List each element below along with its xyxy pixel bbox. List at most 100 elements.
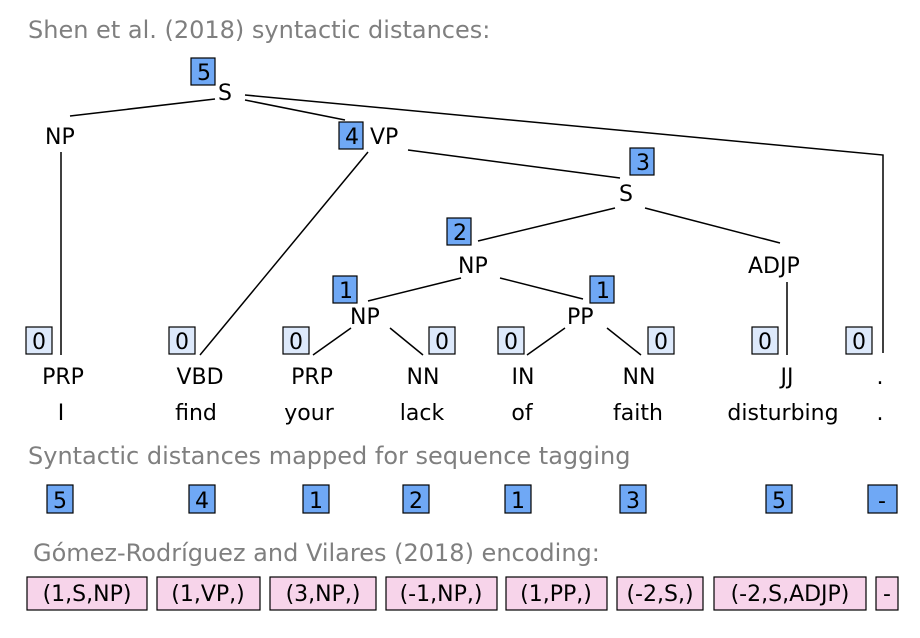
edge-np-np xyxy=(367,277,462,302)
encoding-label: (3,NP,) xyxy=(286,582,361,607)
distance-value: 3 xyxy=(636,151,650,176)
edge-s-period xyxy=(244,94,884,353)
encoding-label: (-2,S,ADJP) xyxy=(731,582,850,607)
word: faith xyxy=(613,401,663,426)
pos-tag: NN xyxy=(623,365,656,390)
heading-mapped: Syntactic distances mapped for sequence … xyxy=(28,442,630,470)
edge-np-pp xyxy=(499,277,584,300)
word: . xyxy=(877,401,884,426)
node-vp: VP xyxy=(370,125,398,150)
word-row: I find your lack of faith disturbing . xyxy=(58,401,884,426)
edge-np-prp2 xyxy=(312,327,352,356)
mapped-distance-value: 5 xyxy=(53,489,67,514)
mapped-distance-value: - xyxy=(878,489,886,514)
distance-box xyxy=(332,275,358,304)
distance-value: 1 xyxy=(596,279,610,304)
encoding-label: (1,S,NP) xyxy=(43,582,132,607)
pos-tag: . xyxy=(877,365,884,390)
distance-value: 2 xyxy=(453,221,467,246)
heading-gomez: Gómez-Rodríguez and Vilares (2018) encod… xyxy=(33,539,600,567)
mapped-distance-box xyxy=(765,484,793,514)
pos-tag-row: PRP VBD PRP NN IN NN JJ . xyxy=(42,365,883,390)
encoding-box xyxy=(26,576,148,611)
mapped-distance-box xyxy=(867,484,898,514)
leaf-distance-value: 0 xyxy=(435,330,449,355)
leaf-distance-box xyxy=(751,326,779,355)
tree-edges xyxy=(60,94,884,356)
node-s-root: S xyxy=(218,81,232,106)
encoding-label: - xyxy=(883,582,891,607)
distance-box xyxy=(338,121,364,150)
word: disturbing xyxy=(727,401,838,426)
leaf-distance-value: 0 xyxy=(504,330,518,355)
mapped-distance-box xyxy=(302,484,330,514)
tree-nodes: S NP VP S NP ADJP NP PP xyxy=(45,81,800,330)
node-pp: PP xyxy=(567,305,594,330)
pos-tag: PRP xyxy=(42,365,84,390)
encoding-row: (1,S,NP) (1,VP,) (3,NP,) (-1,NP,) (1,PP,… xyxy=(26,576,899,611)
mapped-distance-row: 5 4 1 2 1 3 5 - xyxy=(46,484,898,514)
distance-value: 4 xyxy=(345,125,359,150)
leaf-distance-box xyxy=(25,326,53,355)
leaf-distance-box xyxy=(428,326,456,355)
node-np-root: NP xyxy=(45,125,75,150)
leaf-distance-value: 0 xyxy=(758,330,772,355)
edge-np-nn xyxy=(389,327,424,356)
encoding-label: (1,VP,) xyxy=(171,582,244,607)
leaf-distance-box xyxy=(497,326,525,355)
leaf-distance-box xyxy=(168,326,196,355)
mapped-distance-box xyxy=(188,484,216,514)
edge-s-vp xyxy=(244,99,346,121)
encoding-box xyxy=(156,576,261,611)
mapped-distance-box xyxy=(402,484,430,514)
mapped-distance-box xyxy=(619,484,647,514)
leaf-distance-boxes: 0 0 0 0 0 0 0 0 xyxy=(25,326,873,355)
leaf-distance-box xyxy=(647,326,675,355)
word: of xyxy=(511,401,533,426)
edge-pp-nn xyxy=(606,327,642,356)
leaf-distance-value: 0 xyxy=(289,330,303,355)
encoding-label: (-2,S,) xyxy=(626,582,693,607)
pos-tag: IN xyxy=(512,365,535,390)
pos-tag: JJ xyxy=(779,365,794,390)
encoding-box xyxy=(875,576,899,611)
heading-shen: Shen et al. (2018) syntactic distances: xyxy=(28,16,490,44)
encoding-box xyxy=(269,576,377,611)
distance-box xyxy=(629,147,655,176)
mapped-distance-value: 3 xyxy=(626,489,640,514)
encoding-box xyxy=(616,576,704,611)
encoding-label: (-1,NP,) xyxy=(400,582,483,607)
mapped-distance-value: 5 xyxy=(772,489,786,514)
word: lack xyxy=(400,401,445,426)
leaf-distance-value: 0 xyxy=(32,330,46,355)
mapped-distance-box xyxy=(46,484,74,514)
pos-tag: VBD xyxy=(176,365,223,390)
word: your xyxy=(284,401,334,426)
node-np-mid: NP xyxy=(458,254,488,279)
mapped-distance-value: 2 xyxy=(409,489,423,514)
distance-box xyxy=(589,275,615,304)
leaf-distance-value: 0 xyxy=(654,330,668,355)
encoding-box xyxy=(505,576,608,611)
node-s-inner: S xyxy=(619,182,633,207)
encoding-label: (1,PP,) xyxy=(520,582,592,607)
edge-vp-vbd xyxy=(199,151,369,356)
node-np-low: NP xyxy=(350,305,380,330)
distance-value: 5 xyxy=(197,61,211,86)
word: find xyxy=(175,401,217,426)
leaf-distance-box xyxy=(282,326,310,355)
word: I xyxy=(58,401,65,426)
leaf-distance-value: 0 xyxy=(175,330,189,355)
edge-s-np xyxy=(477,207,616,242)
pos-tag: PRP xyxy=(291,365,333,390)
edge-s-np xyxy=(69,98,216,117)
distance-value: 1 xyxy=(339,279,353,304)
distance-box xyxy=(446,217,472,246)
mapped-distance-box xyxy=(504,484,532,514)
edge-vp-s xyxy=(407,149,621,179)
mapped-distance-value: 4 xyxy=(195,489,209,514)
node-adjp: ADJP xyxy=(748,254,800,279)
leaf-distance-value: 0 xyxy=(852,330,866,355)
leaf-distance-box xyxy=(845,326,873,355)
